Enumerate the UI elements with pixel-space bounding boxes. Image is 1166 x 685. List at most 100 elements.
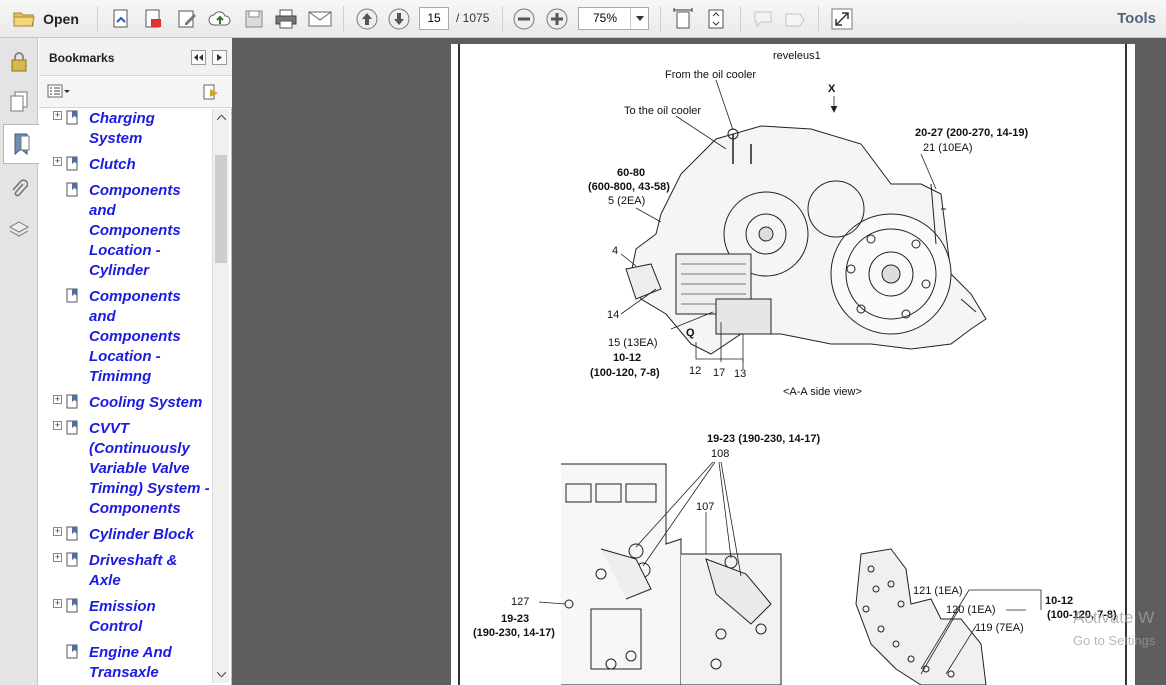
- scroll-down-icon[interactable]: [213, 666, 230, 683]
- zoom-in-icon[interactable]: [544, 6, 570, 32]
- leader-lines-top: [620, 79, 937, 369]
- bookmark-options-icon[interactable]: [47, 84, 71, 103]
- create-pdf-icon[interactable]: [108, 6, 134, 32]
- label-part-120: 120 (1EA): [946, 604, 996, 616]
- bookmark-item-charging-system[interactable]: + Charging System: [47, 109, 211, 149]
- comment-icon[interactable]: [750, 6, 776, 32]
- label-part-108: 108: [711, 448, 729, 460]
- bookmark-item-cvvt[interactable]: + CVVT (Continuously Variable Valve Timi…: [47, 419, 211, 519]
- fit-width-icon[interactable]: [670, 6, 696, 32]
- label-part-4: 4: [612, 245, 618, 257]
- expand-plus-icon[interactable]: +: [53, 110, 62, 120]
- label-side-view: <A-A side view>: [783, 386, 862, 398]
- save-icon[interactable]: [242, 6, 266, 32]
- print-icon[interactable]: [273, 6, 299, 32]
- open-folder-icon[interactable]: [8, 6, 40, 32]
- open-button[interactable]: Open: [43, 11, 79, 27]
- bookmark-item-components-timing[interactable]: Components and Components Location - Tim…: [47, 287, 211, 387]
- bookmark-item-driveshaft[interactable]: + Driveshaft & Axle: [47, 551, 211, 591]
- next-page-icon[interactable]: [386, 6, 412, 32]
- expand-plus-icon[interactable]: +: [53, 526, 62, 536]
- label-torque-20-27: 20-27 (200-270, 14-19): [915, 127, 1028, 139]
- bookmark-label: Engine And Transaxle: [89, 644, 172, 681]
- label-part-119: 119 (7EA): [975, 622, 1024, 634]
- expand-plus-icon[interactable]: +: [53, 598, 62, 608]
- expand-panel-icon[interactable]: [212, 50, 227, 65]
- page-thumbnails-icon[interactable]: [4, 84, 34, 120]
- bookmark-icon: [66, 526, 80, 546]
- bookmark-icon: [66, 394, 80, 414]
- full-screen-icon[interactable]: [829, 6, 855, 32]
- expand-plus-icon[interactable]: +: [53, 420, 62, 430]
- expand-plus-icon[interactable]: +: [53, 156, 62, 166]
- label-torque-190-230: (190-230, 14-17): [473, 627, 555, 639]
- bookmark-item-components-cylinder[interactable]: Components and Components Location - Cyl…: [47, 181, 211, 281]
- bookmark-label: Driveshaft & Axle: [89, 552, 178, 589]
- bookmark-icon: [66, 420, 80, 440]
- label-torque-600-800: (600-800, 43-58): [588, 181, 670, 193]
- bookmark-icon: [66, 182, 80, 202]
- scrollbar-thumb[interactable]: [215, 155, 227, 263]
- leader-lines-bottom: [538, 461, 1042, 675]
- bookmark-icon: [66, 156, 80, 176]
- chevron-down-icon[interactable]: [630, 8, 648, 29]
- zoom-value: 75%: [592, 11, 618, 25]
- bookmarks-scrollbar[interactable]: [212, 109, 229, 683]
- zoom-out-icon[interactable]: [511, 6, 537, 32]
- bookmark-label: Components and Components Location - Tim…: [89, 288, 181, 385]
- activate-windows-hint: Go to Settings: [1073, 633, 1156, 648]
- bookmarks-toolbar: [39, 76, 232, 108]
- bookmarks-header: Bookmarks: [39, 38, 232, 76]
- email-icon[interactable]: [306, 6, 334, 32]
- bookmark-item-clutch[interactable]: + Clutch: [47, 155, 211, 175]
- bookmark-item-engine-transaxle[interactable]: Engine And Transaxle: [47, 643, 211, 683]
- collapse-panel-icon[interactable]: [191, 50, 206, 65]
- bookmarks-panel-icon[interactable]: [3, 124, 39, 164]
- bookmark-item-cylinder-block[interactable]: + Cylinder Block: [47, 525, 211, 545]
- export-pdf-icon[interactable]: [140, 6, 166, 32]
- bookmark-item-emission-control[interactable]: + Emission Control: [47, 597, 211, 637]
- page-number-input[interactable]: 15: [419, 7, 449, 30]
- label-torque-19-23: 19-23: [501, 613, 529, 625]
- label-q-marker: Q: [686, 327, 695, 339]
- attachments-icon[interactable]: [4, 170, 34, 206]
- bookmark-icon: [66, 598, 80, 618]
- label-part-14: 14: [607, 309, 619, 321]
- label-part-21: 21 (10EA): [923, 142, 973, 154]
- label-torque-10-12-bottom: 10-12: [1045, 595, 1073, 607]
- bookmark-label: Emission Control: [89, 598, 156, 635]
- expand-plus-icon[interactable]: +: [53, 552, 62, 562]
- zoom-select[interactable]: 75%: [578, 7, 649, 30]
- label-part-127: 127: [511, 596, 529, 608]
- scroll-up-icon[interactable]: [213, 109, 230, 126]
- bookmarks-title: Bookmarks: [49, 51, 115, 65]
- bookmark-label: Charging System: [89, 110, 155, 147]
- page-header-text: reveleus1: [773, 50, 821, 62]
- layers-icon[interactable]: [4, 212, 34, 248]
- bookmark-icon: [66, 110, 80, 130]
- bookmark-icon: [66, 288, 80, 308]
- label-torque-19-23-top: 19-23 (190-230, 14-17): [707, 433, 820, 445]
- label-part-12: 12: [689, 365, 701, 377]
- new-bookmark-icon[interactable]: [202, 83, 220, 106]
- bookmark-icon: [66, 552, 80, 572]
- label-torque-60-80: 60-80: [617, 167, 645, 179]
- label-to-oil-cooler: To the oil cooler: [624, 105, 701, 117]
- bookmark-item-cooling-system[interactable]: + Cooling System: [47, 393, 211, 413]
- page-total-label: / 1075: [456, 11, 490, 25]
- fit-page-icon[interactable]: [703, 6, 729, 32]
- bookmark-icon: [66, 644, 80, 664]
- bookmarks-panel: Bookmarks + Charging System + Clutch Com…: [39, 38, 232, 685]
- previous-page-icon[interactable]: [354, 6, 380, 32]
- lock-icon[interactable]: [4, 44, 34, 80]
- highlight-icon[interactable]: [782, 6, 808, 32]
- bookmark-label: Cylinder Block: [89, 526, 195, 543]
- label-part-5: 5 (2EA): [608, 195, 645, 207]
- label-part-17: 17: [713, 367, 725, 379]
- tools-button[interactable]: Tools: [1117, 10, 1156, 27]
- page-frame: [458, 44, 1127, 685]
- expand-plus-icon[interactable]: +: [53, 394, 62, 404]
- upload-cloud-icon[interactable]: [206, 6, 234, 32]
- edit-pdf-icon[interactable]: [174, 6, 200, 32]
- label-torque-100-120-bottom: (100-120, 7-8): [1047, 609, 1117, 621]
